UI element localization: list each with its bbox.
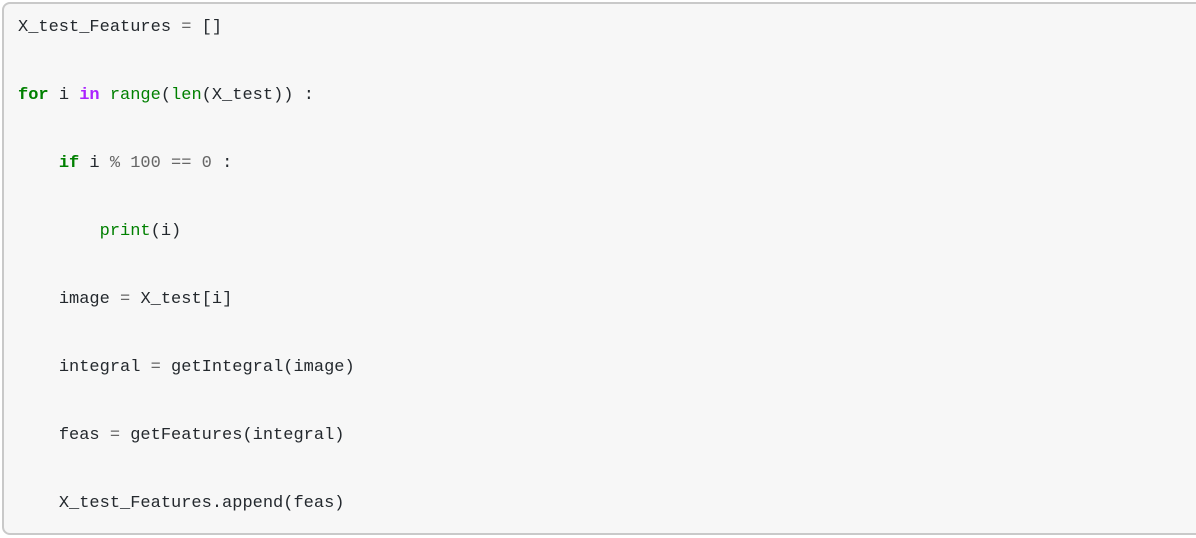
code-line (18, 317, 1196, 351)
code-block: X_test_Features = [] for i in range(len(… (18, 11, 1196, 521)
code-line: image = X_test[i] (58, 290, 233, 309)
code-line: if i % 100 == 0 : (58, 154, 233, 173)
code-line: integral = getIntegral(image) (58, 358, 355, 377)
code-line (18, 113, 1196, 147)
code-line (18, 453, 1196, 487)
code-line (18, 385, 1196, 419)
code-line: print(i) (99, 222, 182, 241)
code-line: for i in range(len(X_test)) : (18, 86, 314, 105)
code-line: feas = getFeatures(integral) (58, 426, 345, 445)
code-line (18, 45, 1196, 79)
code-line (18, 249, 1196, 283)
code-line: X_test_Features.append(feas) (58, 494, 345, 513)
code-line (18, 181, 1196, 215)
code-line: X_test_Features = [] (18, 18, 223, 37)
